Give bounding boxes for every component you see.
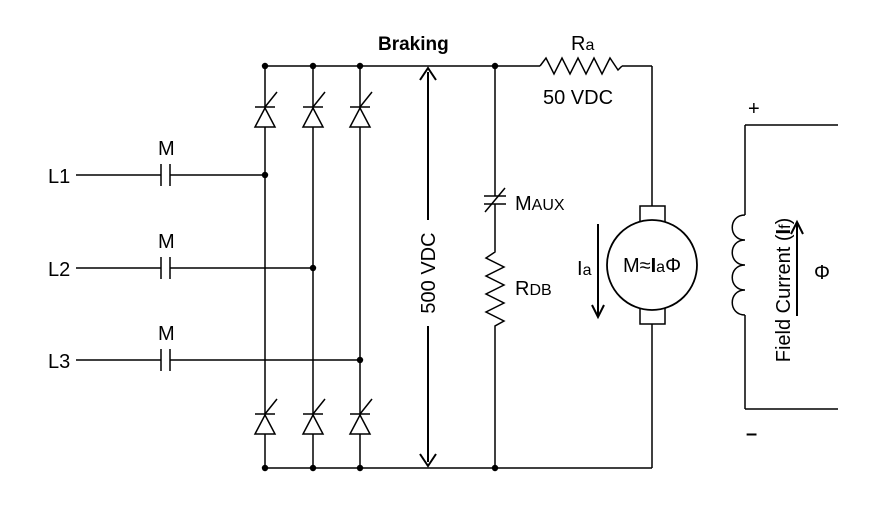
ra-voltage-label: 50 VDC <box>543 87 613 109</box>
armature-current-arrow <box>591 224 605 320</box>
junction-dot <box>356 62 364 70</box>
junction-dot <box>356 356 364 364</box>
junction-dot <box>309 264 317 272</box>
thyristor-upper-1 <box>253 91 278 128</box>
junction-dot <box>309 62 317 70</box>
contactor-label-m3: M <box>158 323 175 345</box>
field-coil <box>731 214 746 316</box>
thyristor-upper-2 <box>301 91 326 128</box>
maux-contact-slash <box>484 187 506 213</box>
contactor-label-m1: M <box>158 138 175 160</box>
flux-arrow <box>790 219 804 316</box>
ra-resistor <box>539 56 623 76</box>
motor-equation: M≈IaΦ <box>623 255 681 277</box>
dc-motor <box>606 205 698 325</box>
rdb-label: RDB <box>515 278 552 300</box>
armature-current-label: Ia <box>577 258 592 280</box>
junction-dot <box>309 464 317 472</box>
contactor-label-m2: M <box>158 231 175 253</box>
field-minus-label: – <box>746 423 757 445</box>
maux-label: MAUX <box>515 193 565 215</box>
thyristor-lower-1 <box>253 398 278 435</box>
ra-label: Ra <box>571 33 594 55</box>
line-label-l3: L3 <box>48 351 70 373</box>
thyristor-lower-3 <box>348 398 373 435</box>
thyristor-upper-3 <box>348 91 373 128</box>
thyristor-lower-2 <box>301 398 326 435</box>
junction-dot <box>356 464 364 472</box>
field-current-label: Field Current (If) <box>773 218 795 363</box>
bus-voltage-label: 500 VDC <box>418 232 440 313</box>
junction-dot <box>261 62 269 70</box>
field-plus-label: + <box>748 98 760 120</box>
flux-symbol: Φ <box>814 262 830 284</box>
line-label-l1: L1 <box>48 166 70 188</box>
line-label-l2: L2 <box>48 259 70 281</box>
rdb-resistor <box>484 248 506 330</box>
junction-dot <box>261 171 269 179</box>
bus-voltage-arrow <box>419 66 437 468</box>
title-braking: Braking <box>378 34 449 55</box>
junction-dot <box>261 464 269 472</box>
